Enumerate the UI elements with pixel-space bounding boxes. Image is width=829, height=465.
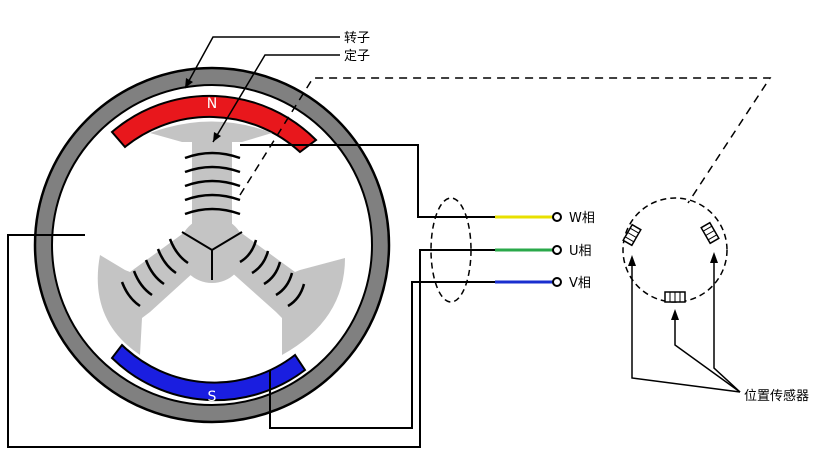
hall-sensor-left — [622, 223, 642, 247]
cable-bundle — [430, 197, 472, 303]
pole-s-label: S — [208, 389, 217, 405]
stator-label: 定子 — [344, 49, 370, 64]
sensor-arrow-right — [710, 252, 718, 263]
rotor-pointer — [184, 36, 340, 89]
sensor-arrow-left — [628, 255, 636, 266]
phase-v-label: V相 — [569, 276, 591, 291]
phase-u-label: U相 — [569, 244, 592, 259]
star-connection — [181, 231, 243, 280]
lead-w — [240, 144, 495, 218]
sensor-arrow-bottom — [671, 309, 679, 320]
phase-w-terminal — [552, 212, 562, 222]
rotor-arrow — [185, 78, 193, 88]
left-coil — [120, 238, 189, 308]
lead-u — [7, 234, 495, 448]
hall-sensor-right — [700, 221, 720, 245]
pole-n-label: N — [207, 96, 217, 112]
sensors-label: 位置传感器 — [744, 388, 809, 404]
phase-w-label: W相 — [569, 211, 595, 226]
rotor-label: 转子 — [344, 31, 370, 46]
right-coil — [239, 239, 306, 308]
sensor-projection — [239, 77, 772, 204]
north-pole-magnet — [110, 94, 318, 154]
stator-pointer — [212, 54, 340, 143]
top-coil — [184, 151, 241, 216]
phase-u-terminal — [552, 245, 562, 255]
stator-arrow — [213, 132, 221, 142]
sensor-ring — [622, 197, 728, 303]
sensor-pointers — [631, 255, 741, 393]
hall-sensor-bottom — [664, 291, 686, 303]
south-pole-magnet — [110, 343, 307, 402]
lead-v — [269, 281, 495, 429]
phase-v-terminal — [552, 277, 562, 287]
